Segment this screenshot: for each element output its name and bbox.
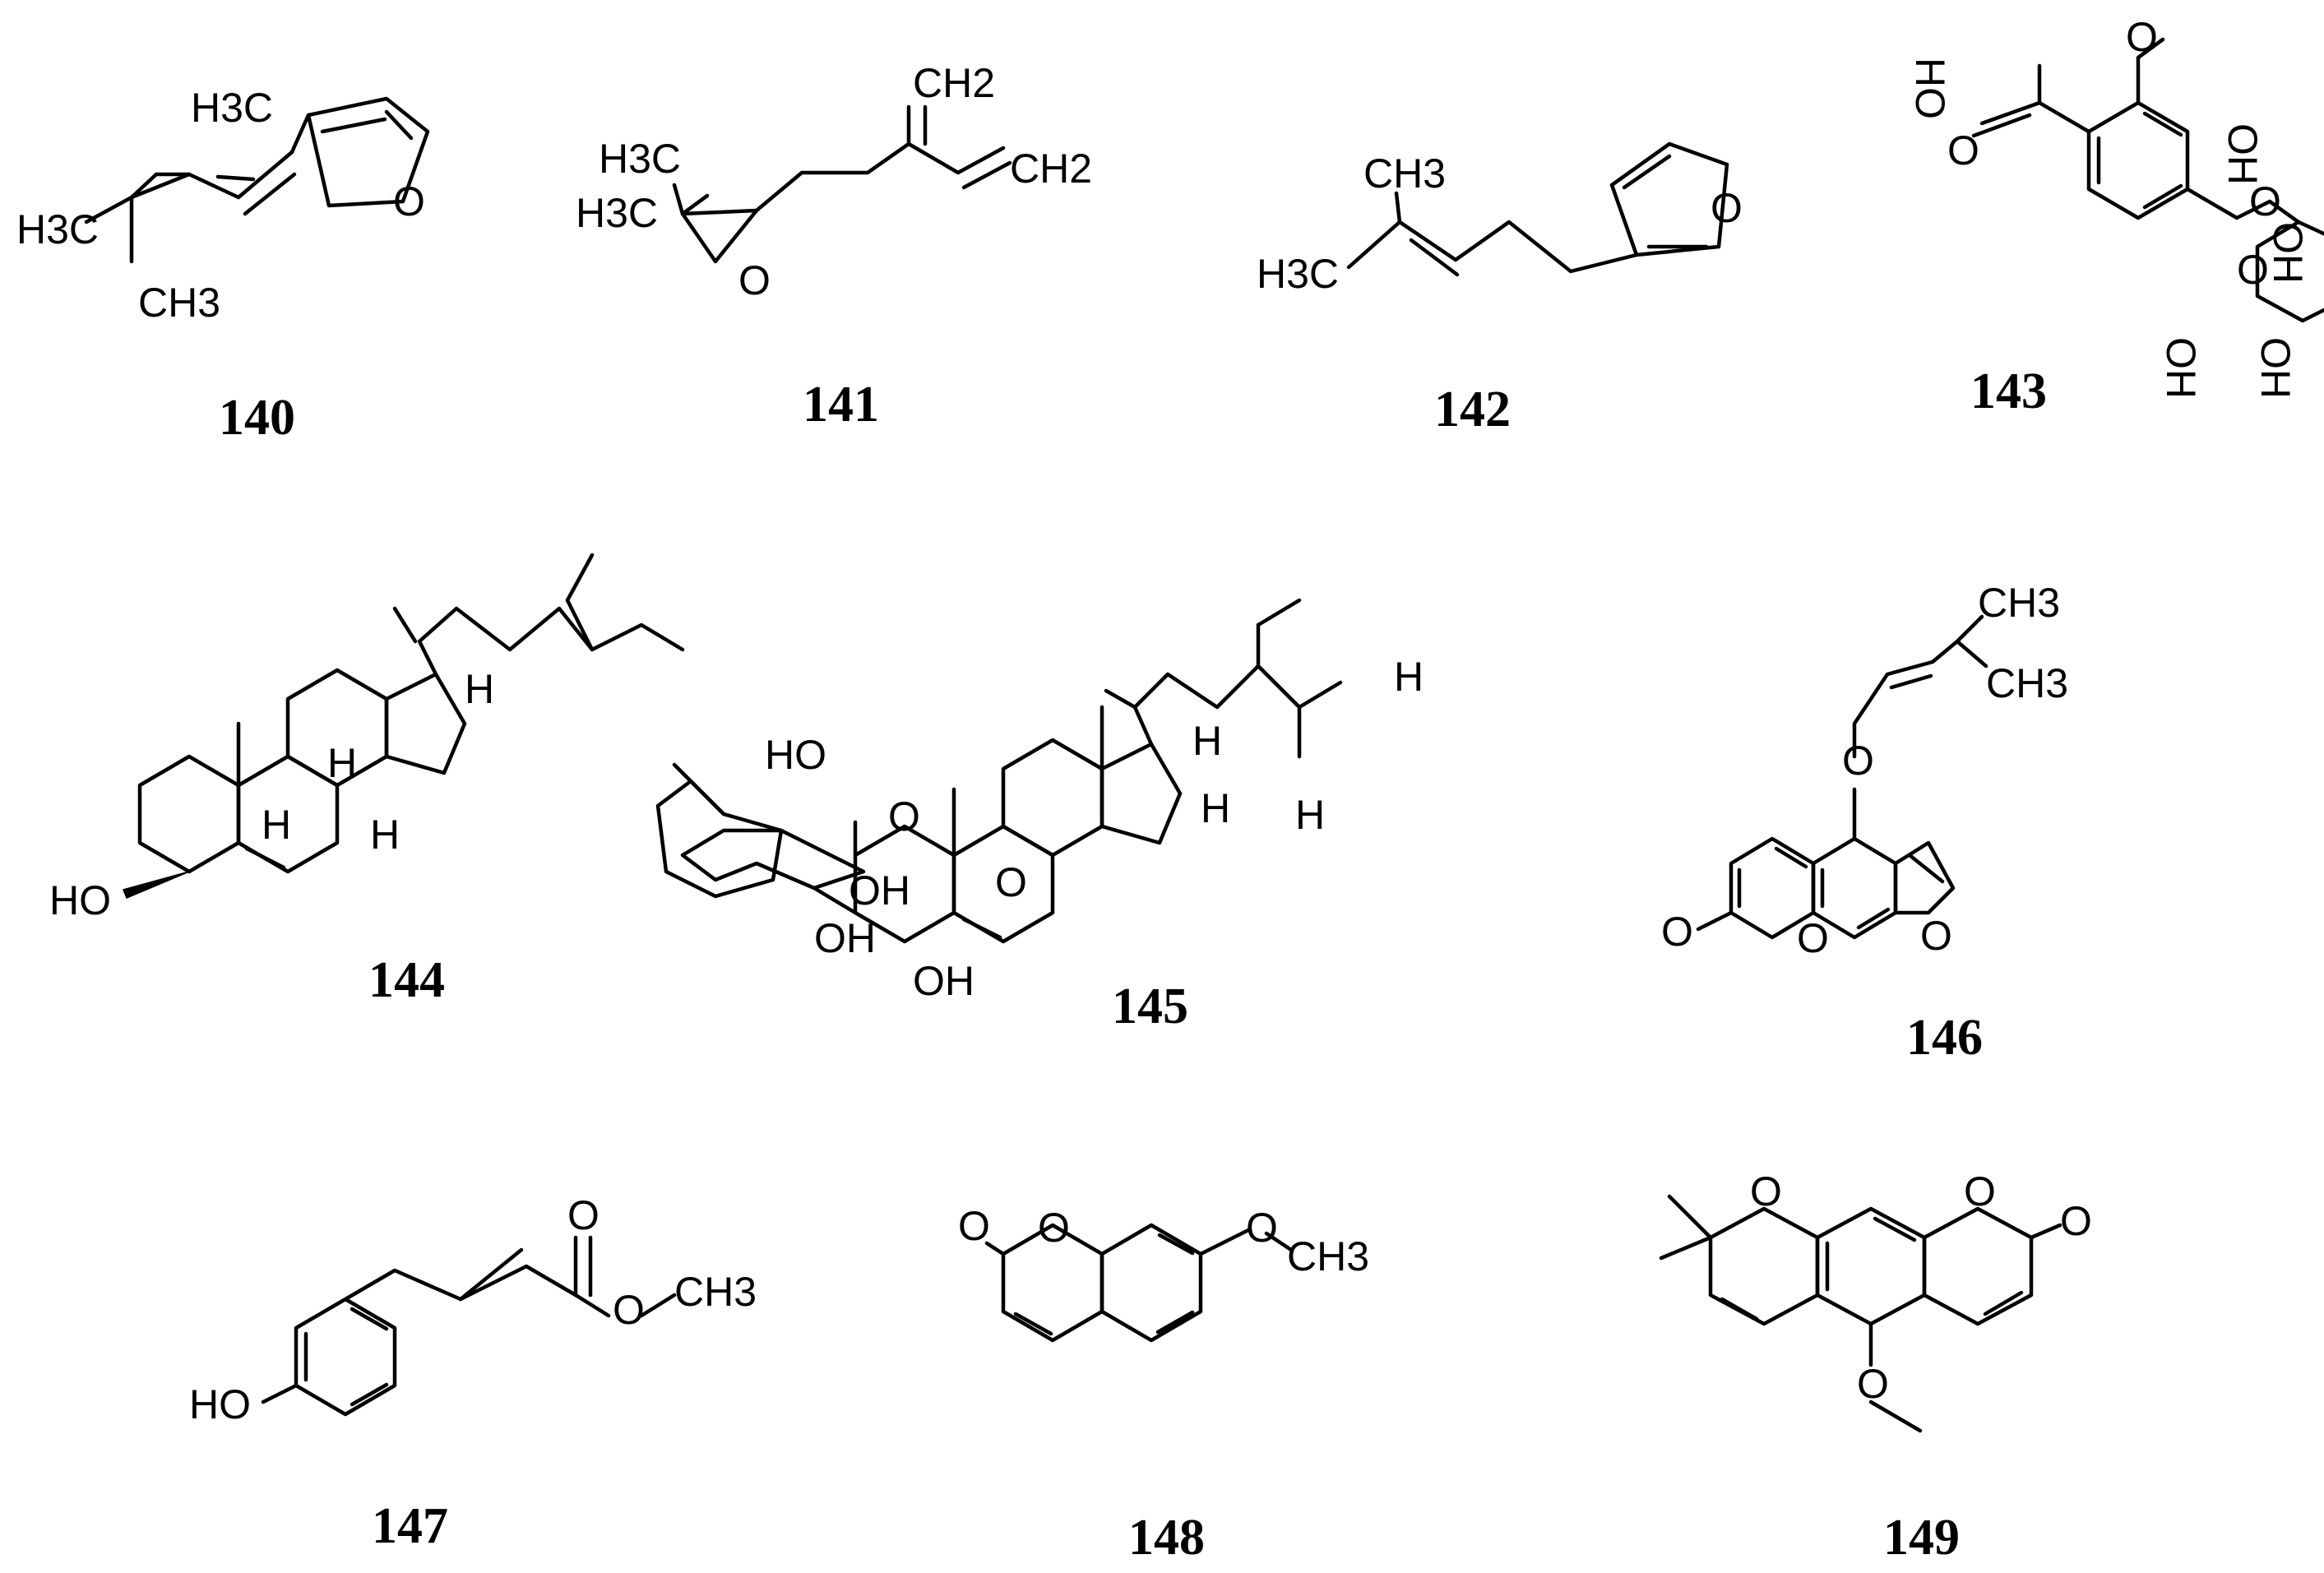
atom-label: CH3 bbox=[674, 1269, 757, 1315]
atom-label: O bbox=[1964, 1168, 1996, 1214]
atom-label: O bbox=[958, 1203, 990, 1249]
atom-label: O bbox=[1661, 909, 1693, 955]
atom-label: O bbox=[1038, 1205, 1070, 1251]
atom-label: O bbox=[1750, 1168, 1782, 1214]
atom-label: O bbox=[2237, 247, 2269, 293]
atom-label: O bbox=[613, 1287, 645, 1333]
atom-label: O bbox=[995, 859, 1027, 905]
compound-number: 142 bbox=[1434, 382, 1511, 437]
atom-label: O bbox=[2126, 14, 2158, 60]
atom-label: O bbox=[1947, 127, 1979, 173]
atom-label: CH2 bbox=[1010, 146, 1092, 192]
atom-label: OH bbox=[814, 915, 876, 961]
atom-label: OH bbox=[2220, 123, 2266, 185]
atom-label: H bbox=[1295, 792, 1325, 838]
structure-141: CH2 CH2 H3C H3C O 141 bbox=[576, 60, 1092, 433]
atom-label: O bbox=[2060, 1198, 2092, 1244]
atom-label: H bbox=[370, 812, 400, 858]
atom-label: OH bbox=[2158, 337, 2204, 399]
atom-label: H3C bbox=[576, 190, 658, 236]
structure-145: HO O O OH OH OH H H H H 145 bbox=[655, 598, 1424, 1034]
atom-label: CH2 bbox=[913, 60, 995, 106]
atom-label: HO bbox=[765, 732, 826, 778]
atom-label: CH3 bbox=[1978, 580, 2060, 626]
atom-label: O bbox=[1857, 1361, 1889, 1407]
structure-148: O O O CH3 148 bbox=[958, 1203, 1369, 1566]
atom-label: O bbox=[1711, 185, 1743, 231]
atom-label: H bbox=[1394, 654, 1424, 700]
structure-147: O O CH3 HO 147 bbox=[189, 1192, 757, 1554]
compound-number: 143 bbox=[1970, 363, 2047, 419]
compound-number: 140 bbox=[219, 390, 295, 446]
compound-number: 145 bbox=[1112, 978, 1188, 1034]
atom-label: O bbox=[1246, 1205, 1278, 1251]
atom-label: H3C bbox=[191, 85, 273, 131]
atom-label: OH bbox=[2265, 222, 2311, 284]
atom-label: O bbox=[1797, 915, 1829, 961]
structure-149: O O O O 149 bbox=[1659, 1168, 2092, 1566]
atom-label: O bbox=[888, 793, 920, 840]
atom-label: OH bbox=[849, 867, 910, 914]
atom-label: H bbox=[465, 666, 494, 712]
atom-label: O bbox=[393, 178, 425, 224]
atom-label: CH3 bbox=[138, 280, 220, 326]
compound-number: 147 bbox=[372, 1498, 448, 1554]
atom-label: CH3 bbox=[1986, 660, 2068, 706]
compound-number: 141 bbox=[803, 377, 879, 433]
atom-label: H bbox=[1201, 785, 1230, 831]
structure-143: O HO O O O OH OH OH OH 143 bbox=[1907, 14, 2324, 419]
compound-number: 148 bbox=[1128, 1510, 1205, 1566]
structure-140: H3C H3C CH3 O 140 bbox=[16, 85, 430, 446]
atom-label: H3C bbox=[599, 136, 681, 182]
structure-144: HO H H H H 144 bbox=[49, 553, 685, 1008]
atom-label: O bbox=[1842, 738, 1874, 784]
compound-number: 149 bbox=[1883, 1510, 1960, 1566]
atom-label: HO bbox=[49, 877, 111, 923]
atom-label: O bbox=[1920, 913, 1952, 959]
atom-label: OH bbox=[2252, 337, 2299, 399]
atom-label: H bbox=[262, 802, 291, 848]
atom-label: HO bbox=[189, 1381, 251, 1427]
atom-label: H3C bbox=[16, 206, 99, 252]
atom-label: O bbox=[738, 257, 771, 303]
compound-number: 146 bbox=[1906, 1010, 1983, 1066]
structure-142: CH3 H3C O 142 bbox=[1257, 141, 1743, 437]
atom-label: OH bbox=[913, 958, 975, 1004]
atom-label: HO bbox=[1907, 58, 1953, 119]
atom-label: H3C bbox=[1257, 251, 1339, 297]
atom-label: H bbox=[1192, 718, 1222, 764]
atom-label: O bbox=[2249, 178, 2281, 224]
atom-label: O bbox=[567, 1192, 600, 1238]
structure-146: CH3 CH3 O O O O 146 bbox=[1661, 580, 2068, 1066]
atom-label: CH3 bbox=[1363, 150, 1446, 197]
atom-label: H bbox=[327, 740, 357, 786]
compound-number: 144 bbox=[368, 952, 445, 1008]
atom-label: CH3 bbox=[1287, 1233, 1369, 1279]
